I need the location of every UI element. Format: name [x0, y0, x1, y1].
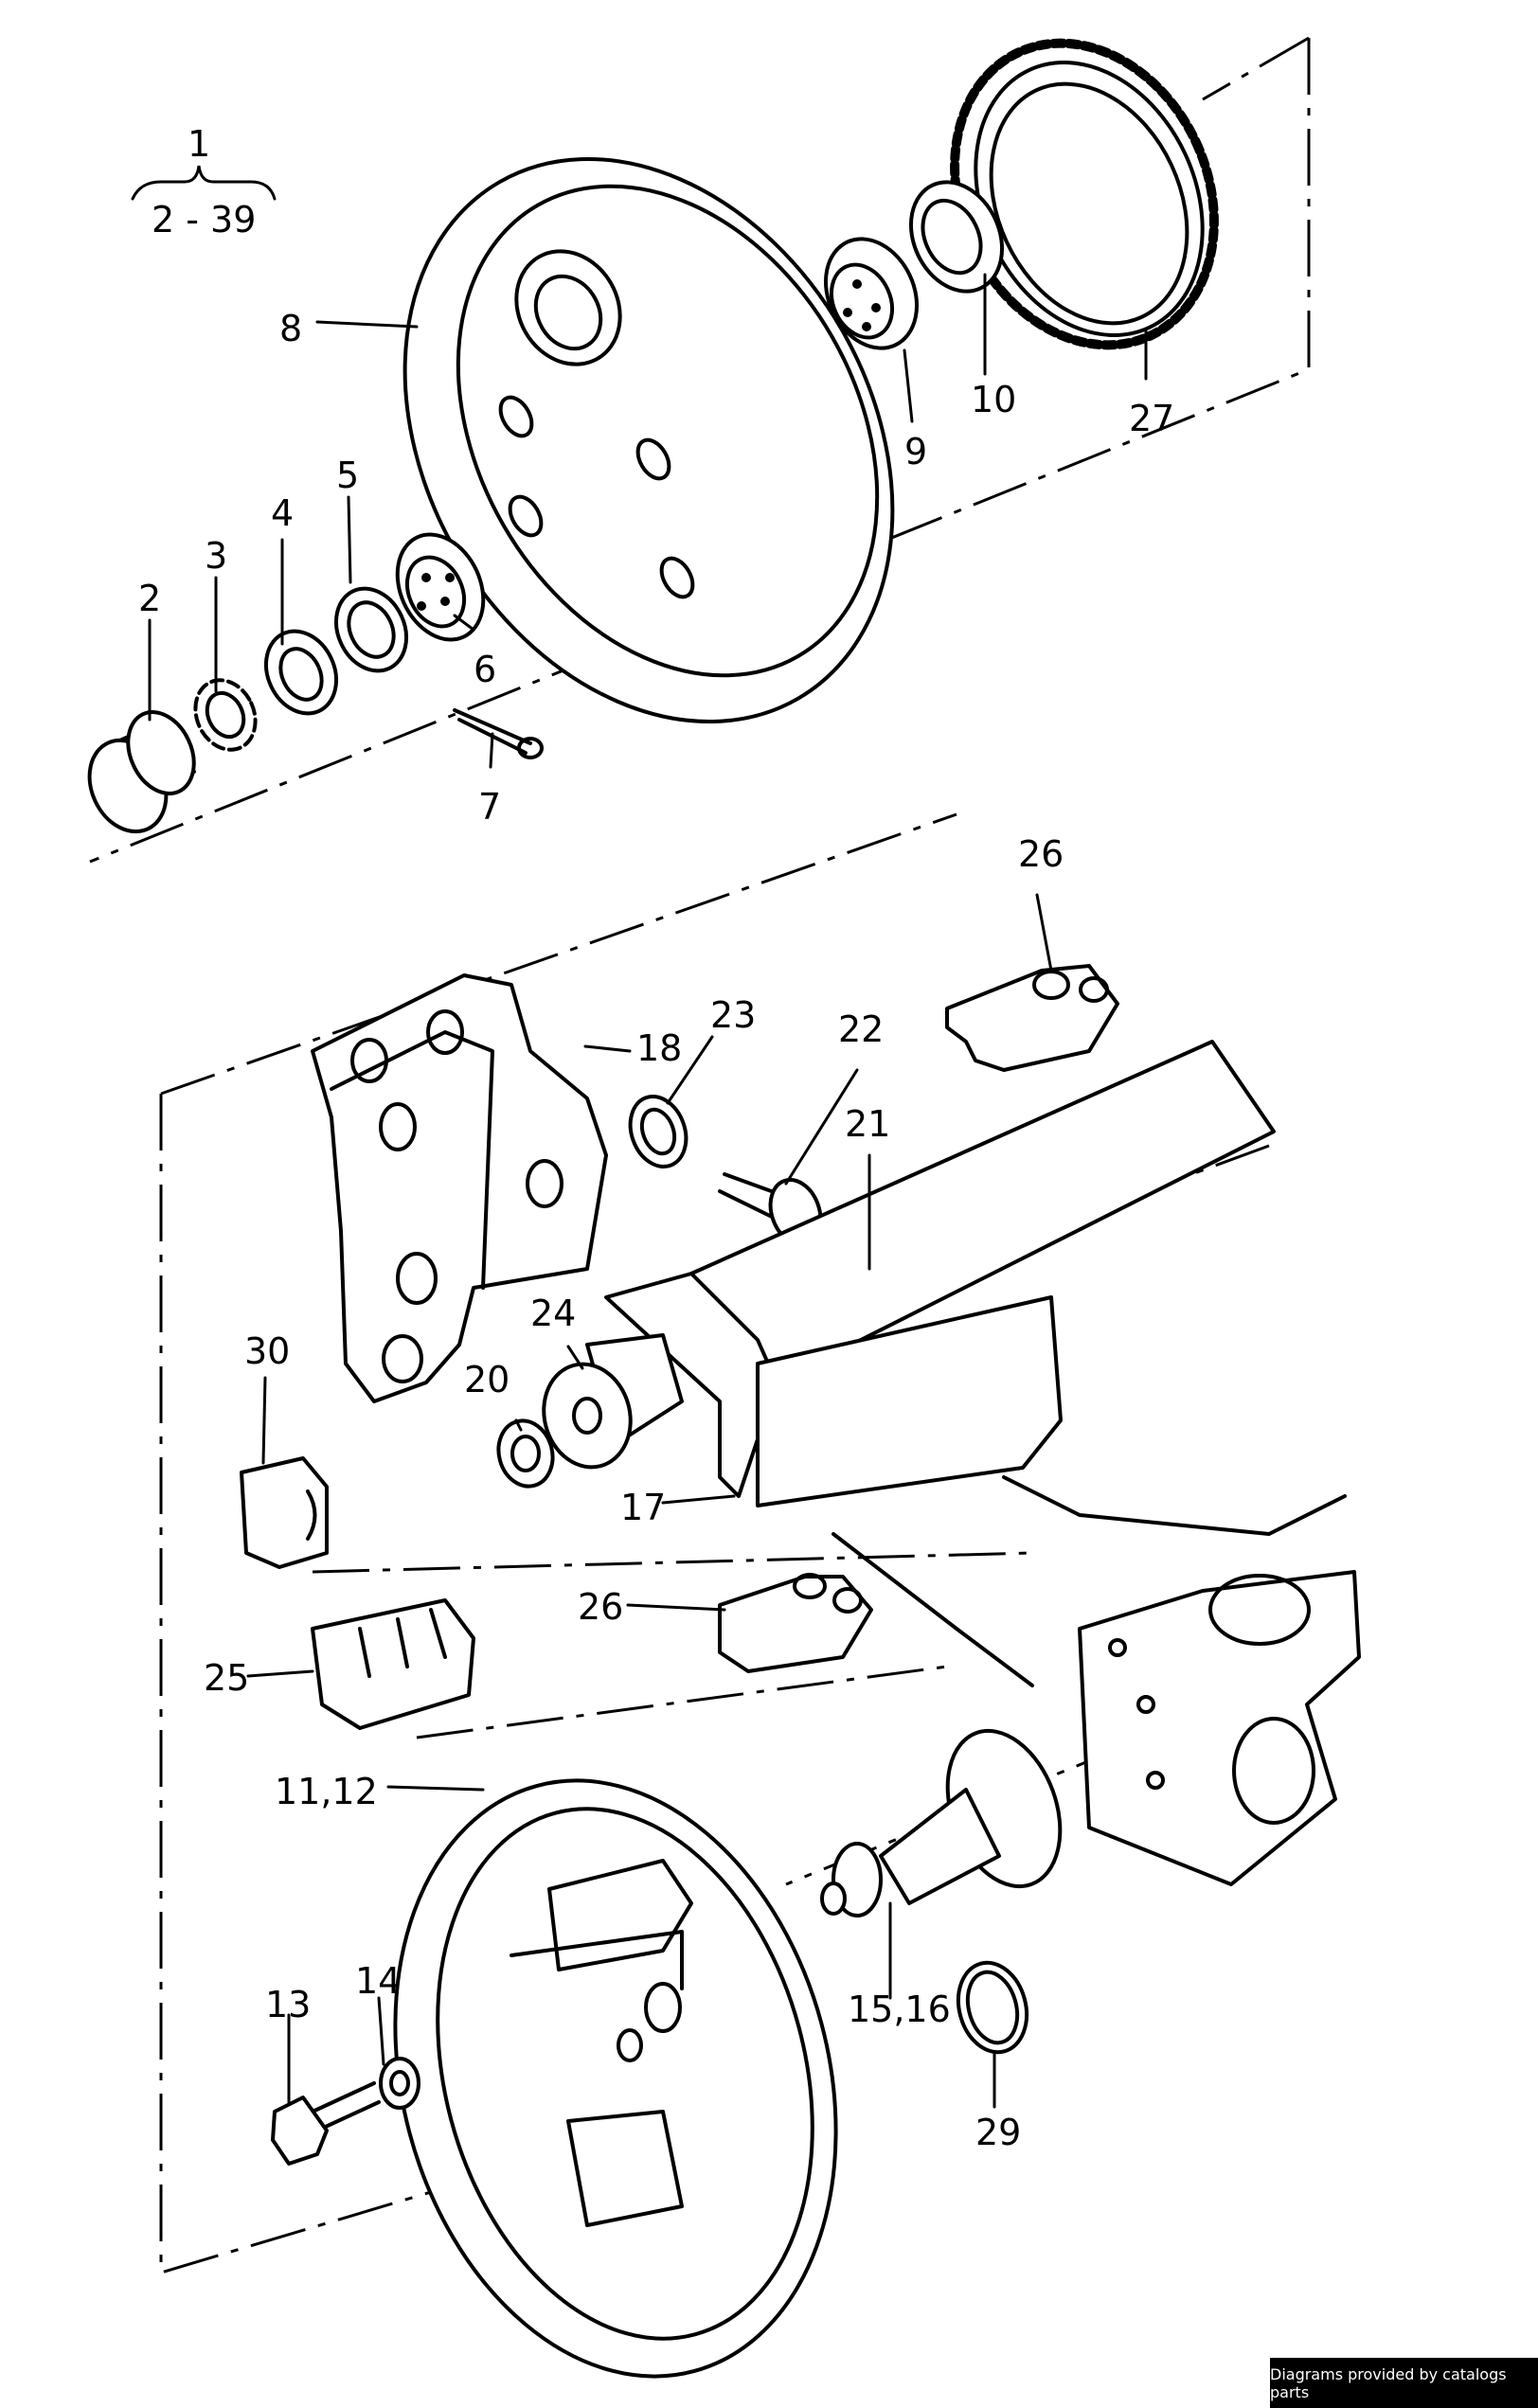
attribution-footer: Diagrams provided by catalogs parts	[1270, 2358, 1538, 2408]
trailing-arm-housing	[1078, 1570, 1361, 1886]
cable-clip-upper	[945, 964, 1119, 1072]
thrust-washer	[334, 586, 408, 673]
label-9: 9	[904, 431, 927, 473]
lock-washer	[379, 2057, 420, 2110]
outer-bearing	[823, 237, 920, 350]
label-13: 13	[265, 1984, 311, 2025]
upper-boundary-line	[89, 38, 1311, 864]
label-1-range: 2 - 39	[152, 199, 256, 241]
inner-bearing	[395, 532, 486, 642]
label-14: 14	[355, 1960, 401, 2002]
rubber-stop	[240, 1456, 329, 1569]
label-26-upper: 26	[1018, 833, 1064, 875]
leader-lines	[148, 273, 1148, 2109]
label-4: 4	[271, 492, 294, 534]
cable-clip-lower	[718, 1573, 873, 1673]
label-30: 30	[244, 1330, 290, 1372]
brake-backing-plate	[393, 1778, 838, 2379]
label-2: 2	[138, 578, 161, 619]
castle-lock	[193, 678, 258, 752]
label-6: 6	[474, 649, 496, 690]
label-17: 17	[620, 1487, 666, 1528]
label-25: 25	[204, 1657, 249, 1699]
stub-axle	[820, 1728, 1063, 1917]
label-23: 23	[710, 994, 756, 1036]
label-15-16: 15,16	[848, 1989, 951, 2030]
group-bracket	[131, 165, 277, 201]
label-24: 24	[530, 1293, 576, 1334]
label-22: 22	[838, 1008, 884, 1050]
label-26-lower: 26	[578, 1586, 623, 1628]
rubber-block	[311, 1598, 475, 1730]
label-20: 20	[464, 1359, 510, 1400]
label-18: 18	[636, 1027, 682, 1069]
spacer-washer	[628, 1095, 689, 1168]
rubber-bushing	[542, 1333, 684, 1470]
label-3: 3	[205, 535, 227, 577]
brake-drum	[402, 156, 895, 724]
label-29: 29	[975, 2112, 1021, 2153]
label-21: 21	[845, 1103, 890, 1145]
mounting-bracket	[311, 973, 608, 1403]
seal-ring	[908, 180, 1005, 294]
backing-plate-bolt	[271, 2081, 381, 2166]
label-5: 5	[336, 455, 359, 496]
label-7: 7	[478, 786, 501, 828]
label-11-12: 11,12	[275, 1771, 378, 1812]
label-8: 8	[279, 308, 302, 349]
grease-cap	[87, 710, 196, 834]
lower-boundary-line	[159, 1094, 432, 2275]
label-27: 27	[1129, 398, 1174, 439]
label-10: 10	[971, 379, 1016, 420]
label-1: 1	[188, 123, 210, 165]
o-ring-seal	[956, 1960, 1029, 2055]
callout-labels: 1 2 - 39 8 2 3 4 5 6 7 9 10 27 26 23 22 …	[138, 123, 1174, 2153]
hub-nut	[264, 629, 338, 716]
rear-axle-beam	[604, 1040, 1347, 1687]
cotter-pin	[453, 708, 544, 759]
